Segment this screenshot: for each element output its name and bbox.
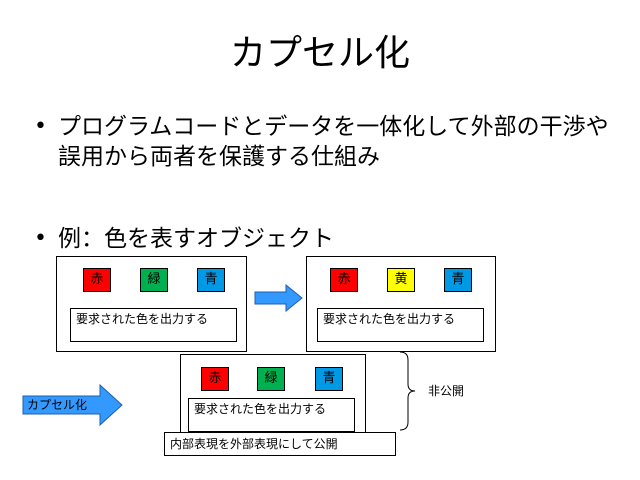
method-box: 要求された色を出力する (70, 308, 237, 342)
bullet-2: 例：色を表すオブジェクト (58, 226, 334, 252)
method-box: 要求された色を出力する (317, 308, 484, 342)
chip-red: 赤 (83, 268, 111, 292)
chip-yellow: 黄 (387, 268, 415, 292)
chip-green: 緑 (140, 268, 168, 292)
private-label: 非公開 (428, 384, 465, 398)
encapsulation-label: カプセル化 (27, 398, 88, 412)
bullet-dot: • (34, 114, 47, 139)
arrow-right-icon (254, 284, 303, 312)
bullet-1: プログラムコードとデータを一体化して外部の干渉や誤用から両者を保護する仕組み (58, 114, 609, 170)
chip-blue: 青 (315, 367, 343, 391)
slide-title: カプセル化 (229, 33, 410, 74)
chip-blue: 青 (197, 268, 225, 292)
encapsulation-arrow-icon (22, 384, 123, 426)
method-box: 要求された色を出力する (188, 398, 355, 432)
chip-red: 赤 (330, 268, 358, 292)
public-interface-box: 内部表現を外部表現にして公開 (164, 432, 396, 456)
chip-red: 赤 (201, 367, 229, 391)
right-brace-icon (399, 351, 416, 431)
chip-blue: 青 (444, 268, 472, 292)
chip-green: 緑 (257, 367, 285, 391)
bullet-dot: • (34, 226, 47, 251)
